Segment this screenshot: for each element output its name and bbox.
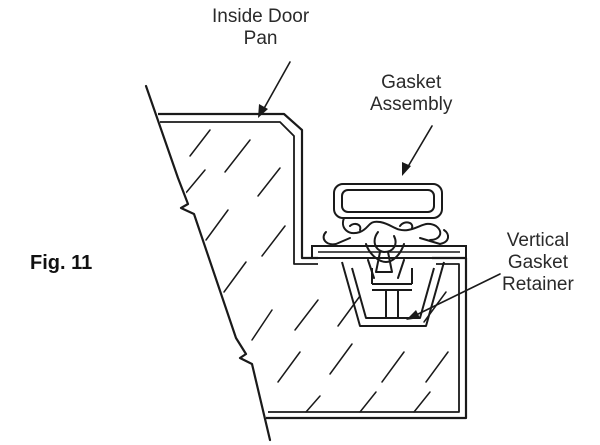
retainer-leader-line (409, 273, 501, 319)
vertical-gasket-retainer-label: Vertical Gasket Retainer (502, 230, 574, 296)
gasket-leader-line (405, 125, 433, 171)
gasket-arrowhead (402, 162, 411, 176)
vertical-gasket-retainer (341, 261, 445, 327)
figure-label: Fig. 11 (30, 252, 93, 274)
pan-leader-line (261, 61, 291, 113)
vertical-gasket-retainer-label-line3: Retainer (502, 274, 574, 295)
gasket-assembly-label-line1: Gasket (381, 72, 442, 93)
retainer-flange (311, 245, 467, 259)
pan-arrowhead (258, 104, 268, 118)
door-wall-outline (144, 84, 272, 442)
insulation-hatching (179, 129, 449, 413)
inside-door-pan-outer (158, 112, 318, 260)
door-pan-box-inner (268, 263, 460, 413)
gasket-assembly-label: Gasket Assembly (370, 72, 452, 116)
inside-door-pan-label-line1: Inside Door (212, 6, 310, 27)
gasket-assembly (322, 183, 450, 279)
inside-door-pan-label: Inside Door Pan (212, 6, 309, 50)
door-pan-box-outer (266, 256, 468, 420)
vertical-gasket-retainer-label-line1: Vertical (506, 230, 570, 251)
leader-arrows (261, 61, 501, 319)
vertical-gasket-retainer-label-line2: Gasket (507, 252, 569, 273)
inside-door-pan-inner (160, 121, 318, 265)
arrowheads (258, 104, 420, 320)
gasket-assembly-label-line2: Assembly (370, 94, 453, 115)
inside-door-pan-label-line2: Pan (243, 28, 278, 49)
retainer-arrowhead (406, 310, 420, 320)
